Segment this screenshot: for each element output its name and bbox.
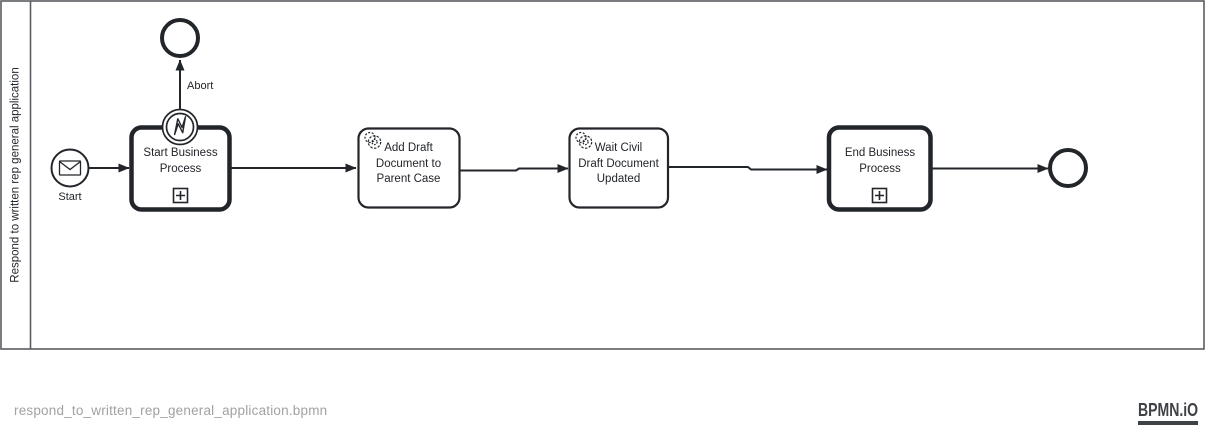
start-event-label: Start xyxy=(58,191,82,203)
bpmn-io-logo[interactable]: BPMN.iO xyxy=(1138,401,1210,425)
service-gear-icon xyxy=(575,131,593,149)
start-event[interactable] xyxy=(50,148,90,188)
task-end-business-process[interactable] xyxy=(826,125,933,212)
task-end-business-label: End Business Process xyxy=(844,147,916,175)
abort-event-label: Abort xyxy=(187,80,214,92)
message-envelope-icon xyxy=(58,160,82,176)
diagram-filename: respond_to_written_rep_general_applicati… xyxy=(14,403,328,418)
task-add-draft-document[interactable] xyxy=(357,127,461,209)
bpmn-io-logo-text: BPMN.iO xyxy=(1138,401,1199,425)
subprocess-plus-icon xyxy=(871,187,888,204)
service-gear-icon xyxy=(364,131,382,149)
abort-end-event[interactable] xyxy=(160,18,200,58)
task-start-business-label: Start Business Process xyxy=(143,147,218,175)
error-lightning-icon xyxy=(173,116,187,136)
subprocess-plus-icon xyxy=(172,187,189,204)
task-add-draft-label: Add Draft Document to Parent Case xyxy=(375,142,442,185)
flow-task3-to-task4[interactable] xyxy=(669,165,828,174)
pool-label: Respond to written rep general applicati… xyxy=(10,67,23,283)
task-start-business-process[interactable] xyxy=(129,125,232,212)
task-wait-civil-draft[interactable] xyxy=(568,127,670,209)
task-wait-civil-label: Wait Civil Draft Document Updated xyxy=(578,142,659,185)
flow-task2-to-task3[interactable] xyxy=(460,164,569,173)
error-boundary-event[interactable] xyxy=(161,108,199,146)
end-event[interactable] xyxy=(1048,148,1088,188)
